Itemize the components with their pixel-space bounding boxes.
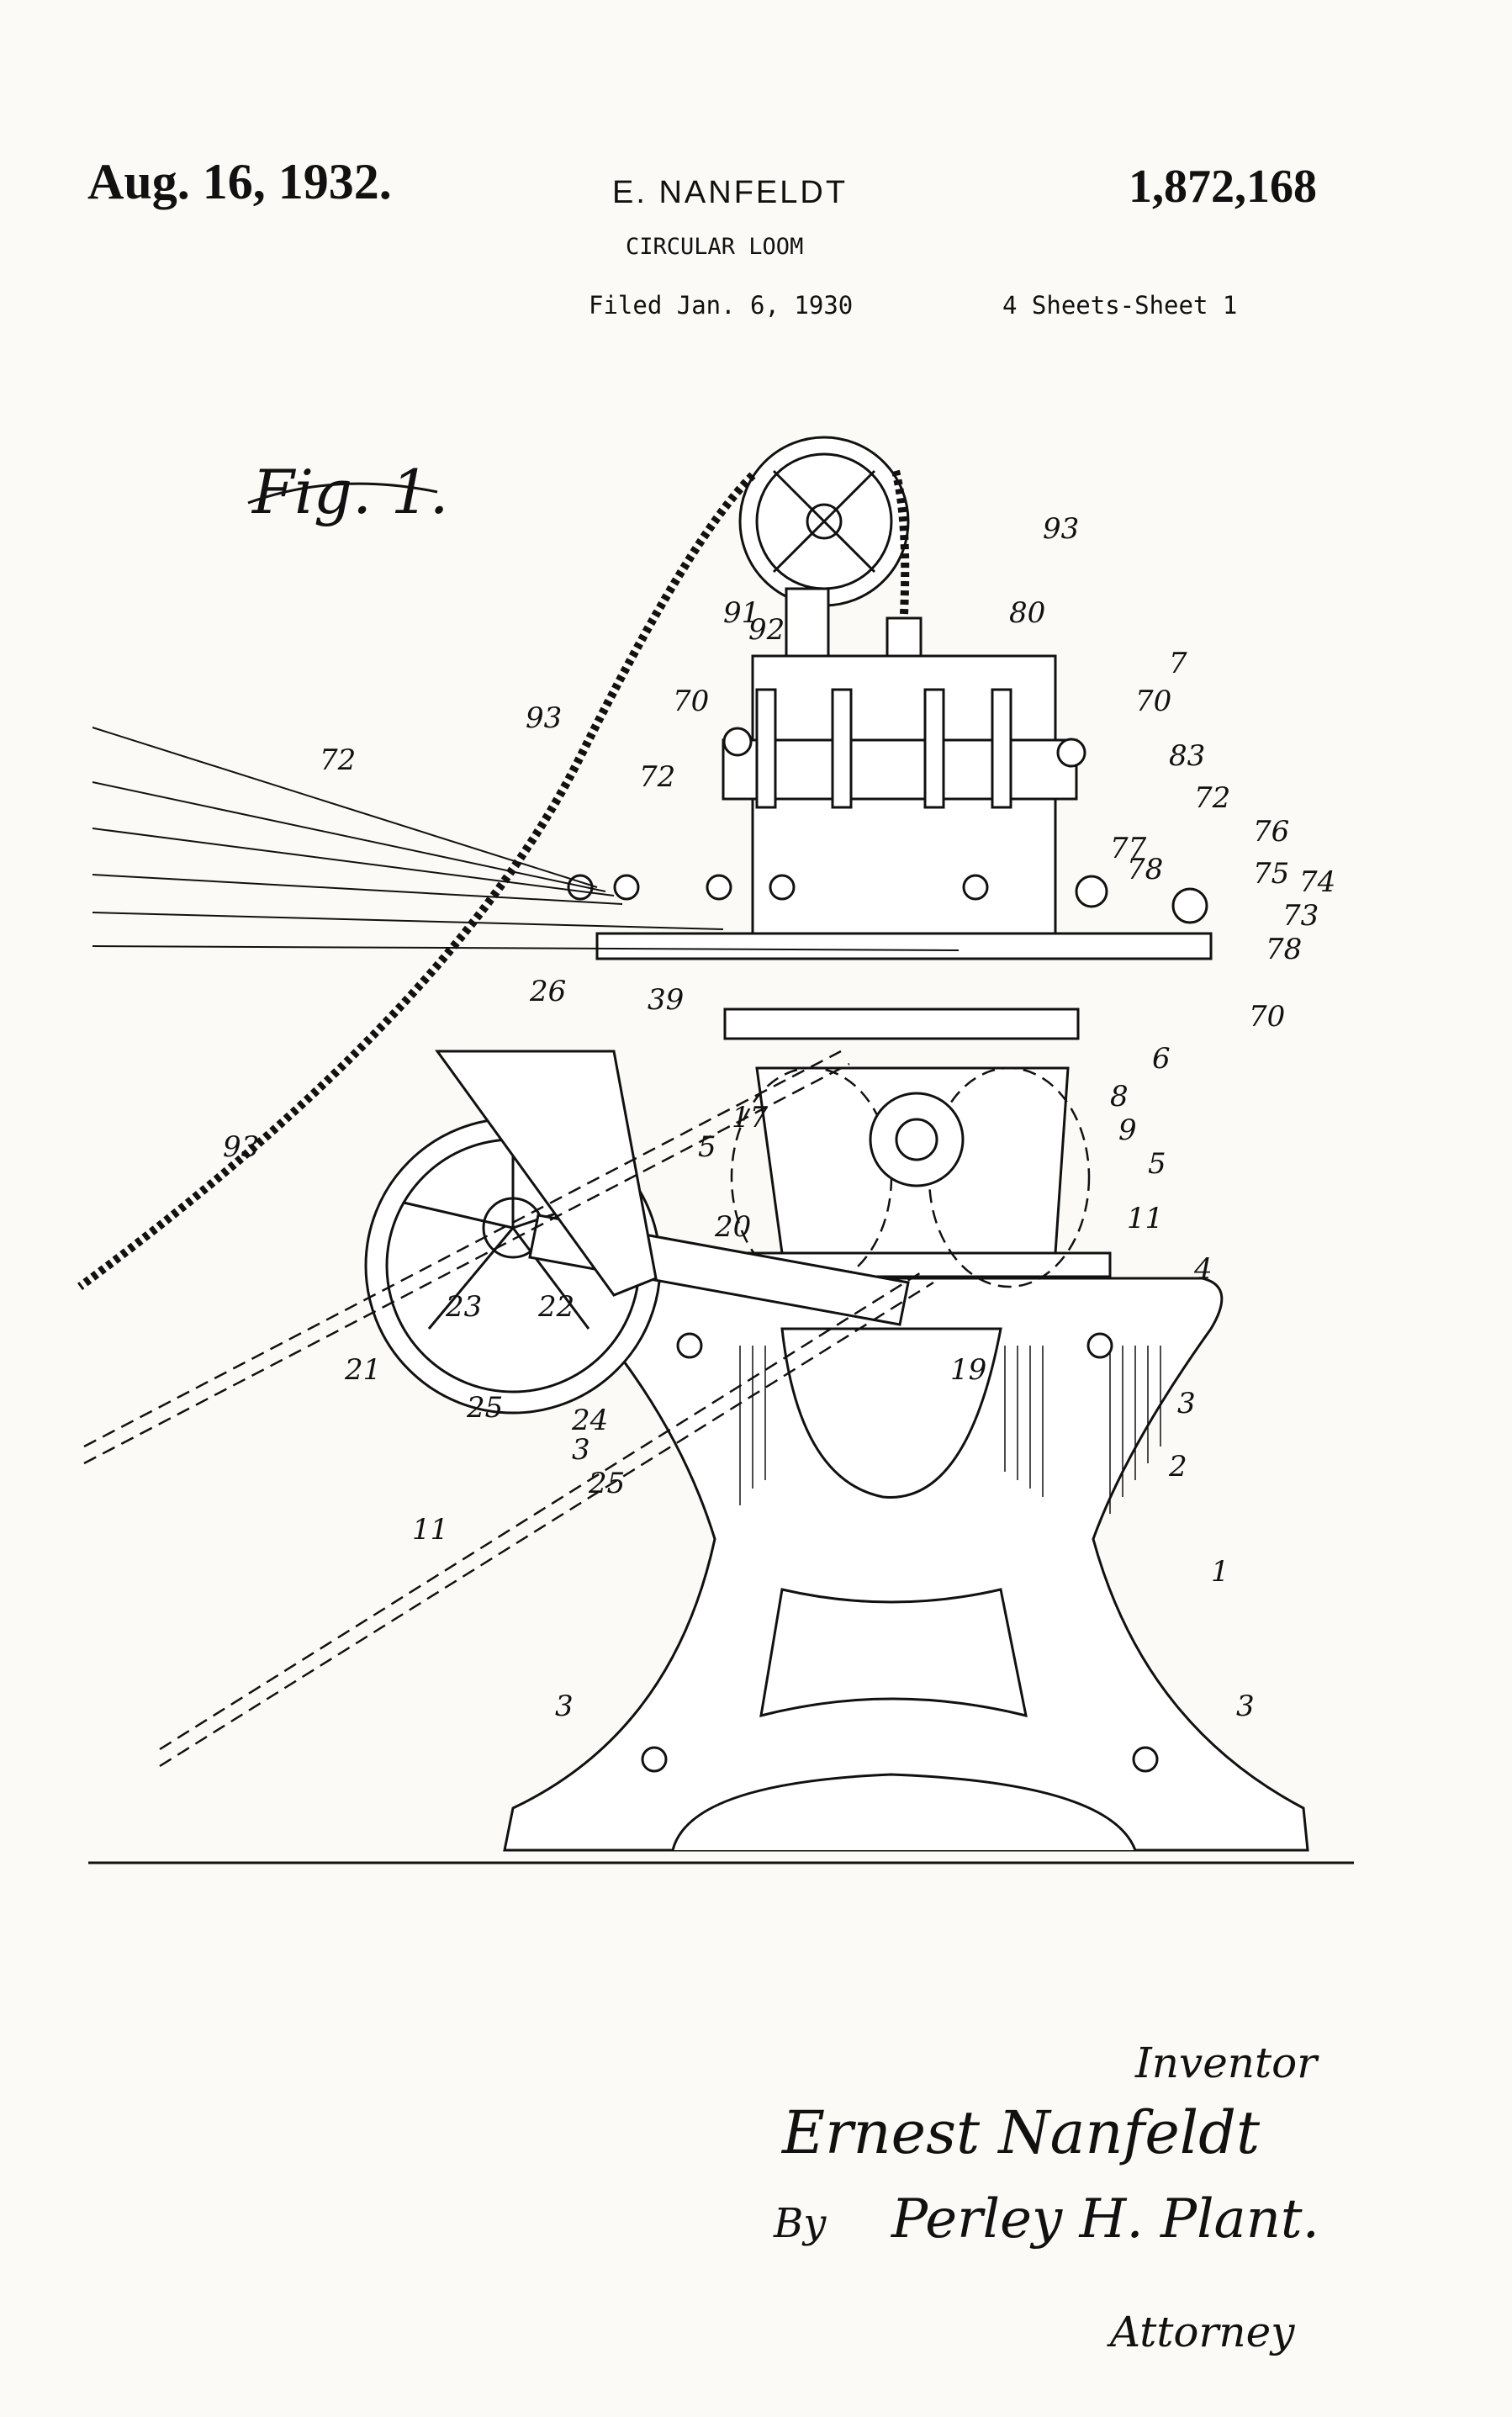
base-pedestal	[505, 1278, 1308, 1850]
ref-70: 70	[1249, 1000, 1285, 1034]
signature-block: Inventor Ernest Nanfeldt By Perley H. Pl…	[773, 2039, 1319, 2356]
ref-83: 83	[1169, 739, 1205, 773]
ref-9: 9	[1118, 1113, 1137, 1147]
ref-92: 92	[748, 613, 785, 647]
ref-7: 7	[1169, 647, 1187, 680]
ref-39b: 70	[1135, 685, 1171, 718]
ref-78: 78	[1266, 933, 1302, 966]
ref-8: 8	[1110, 1080, 1129, 1113]
ref-71c: 72	[1194, 781, 1230, 815]
ref-20: 21	[344, 1353, 381, 1387]
ref-72: 73	[1282, 899, 1319, 933]
ref-1: 1	[1211, 1555, 1229, 1589]
ref-26: 39	[648, 983, 684, 1017]
by-label: By	[773, 2200, 827, 2247]
ref-19: 20	[714, 1210, 751, 1244]
ref-80: 80	[1009, 596, 1045, 630]
ref-77: 78	[1127, 853, 1163, 886]
ref-3c: 3	[555, 1690, 574, 1723]
ref-6: 6	[1152, 1042, 1171, 1076]
ref-3d: 3	[1236, 1690, 1255, 1723]
inventor-label: Inventor	[1134, 2039, 1319, 2087]
ref-4: 4	[1193, 1252, 1213, 1286]
ref-71b: 72	[639, 760, 675, 794]
ref-3b: 3	[572, 1433, 590, 1467]
ref-25: 26	[529, 975, 566, 1008]
ref-5a: 5	[1148, 1147, 1166, 1181]
ref-5b: 5	[698, 1130, 716, 1164]
ref-23: 24	[571, 1404, 608, 1437]
ref-10: 11	[1127, 1202, 1163, 1235]
ref-73: 74	[1299, 865, 1335, 899]
ref-93c: 93	[223, 1130, 259, 1164]
ref-24b: 25	[588, 1467, 625, 1500]
ref-21: 22	[537, 1290, 574, 1324]
ref-11: 11	[412, 1513, 448, 1547]
ref-3a: 3	[1177, 1387, 1196, 1420]
attorney-label: Attorney	[1107, 2308, 1295, 2356]
ref-71a: 72	[320, 743, 356, 777]
ref-93: 93	[1043, 512, 1079, 546]
ref-39a: 70	[673, 685, 709, 718]
ref-24a: 25	[466, 1391, 503, 1425]
ref-18: 19	[950, 1353, 986, 1387]
ref-93b: 93	[526, 701, 562, 735]
inventor-signature: Ernest Nanfeldt	[780, 2098, 1261, 2167]
attorney-signature: Perley H. Plant.	[891, 2188, 1319, 2250]
ref-74: 75	[1253, 857, 1289, 891]
ref-75: 76	[1253, 815, 1289, 849]
ref-22: 23	[445, 1290, 482, 1324]
ref-17: 17	[732, 1101, 769, 1134]
ref-2: 2	[1168, 1450, 1187, 1484]
